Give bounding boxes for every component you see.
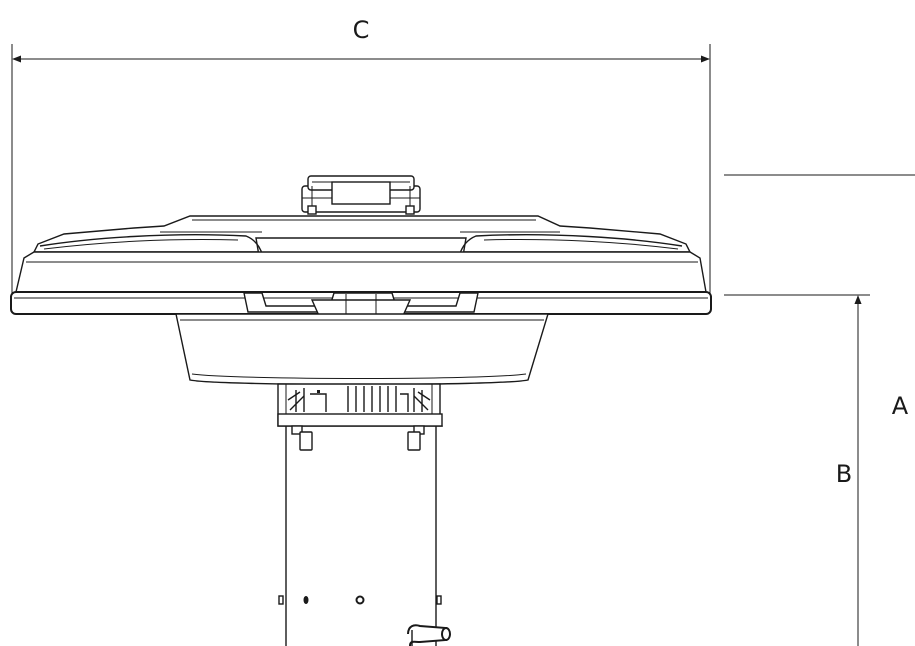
body-side [15, 251, 707, 293]
lamp-body [10, 251, 712, 319]
dimension-b: B A [724, 174, 915, 646]
handle-grip [331, 181, 391, 205]
dimension-b-label: B [836, 460, 852, 488]
handle-bolt-left [307, 205, 317, 215]
top-handle [301, 175, 421, 215]
bracket-fins [287, 386, 431, 412]
bowl-shape [175, 313, 549, 386]
side-knob-icon [407, 624, 451, 646]
lower-bowl [175, 313, 549, 386]
pole [278, 426, 451, 646]
dimension-c-label: C [353, 16, 370, 44]
pole-hole-right [355, 595, 365, 605]
right-shoulder [457, 234, 683, 263]
dimension-a-label: A [892, 392, 909, 420]
dimension-c: C [11, 16, 711, 296]
mounting-bracket [277, 383, 443, 451]
bracket-bolts [291, 425, 425, 451]
left-shoulder [39, 234, 265, 263]
bracket-plate [277, 413, 443, 427]
pole-hole-left [303, 596, 309, 604]
handle-bolt-right [405, 205, 415, 215]
